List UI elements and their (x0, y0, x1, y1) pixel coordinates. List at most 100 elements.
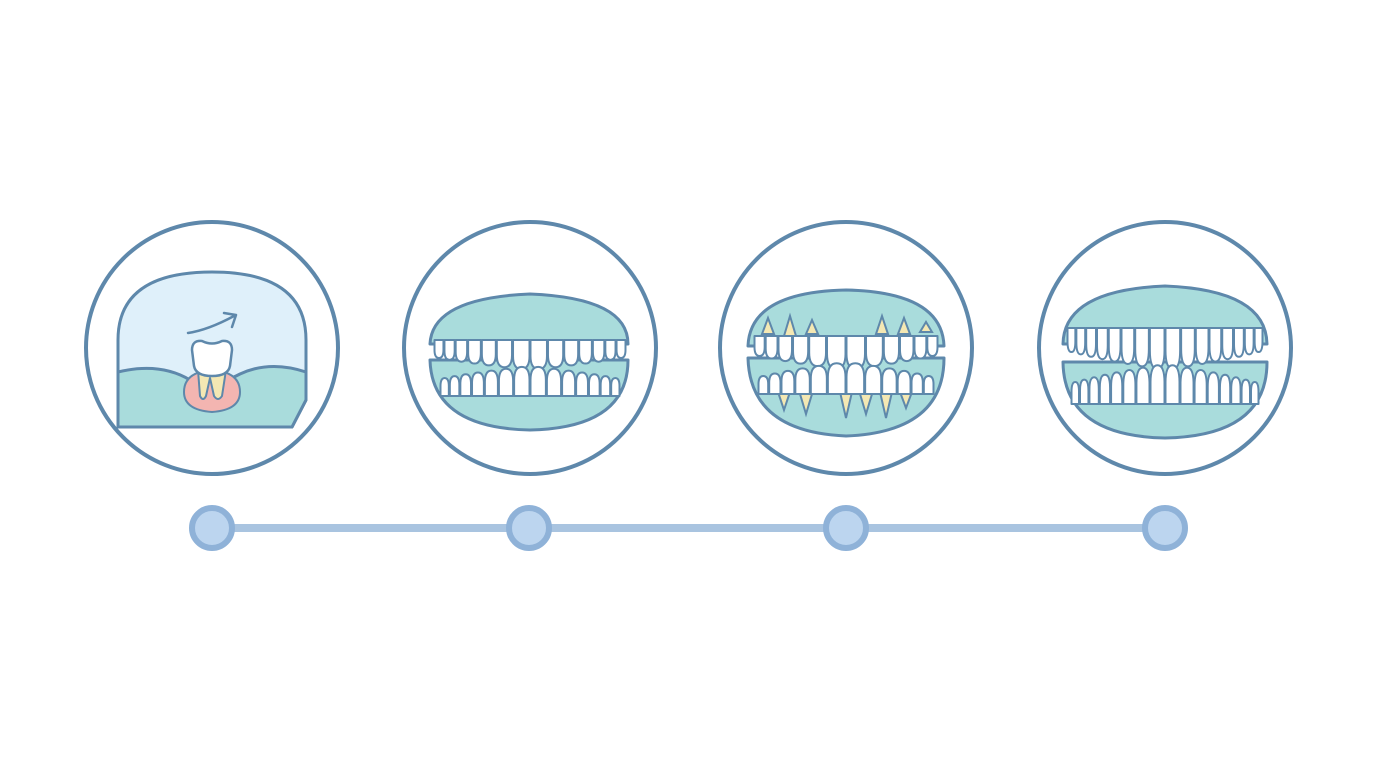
lower-tooth (459, 373, 473, 397)
lower-tooth (448, 375, 461, 397)
lower-tooth (1193, 369, 1208, 405)
lower-tooth (922, 375, 935, 395)
upper-tooth (1194, 327, 1210, 365)
lower-tooth (1240, 378, 1251, 405)
timeline-node-4 (1142, 505, 1188, 551)
upper-tooth (546, 339, 565, 369)
upper-tooth (1208, 327, 1223, 363)
lower-tooth (561, 369, 577, 397)
upper-tooth (1066, 327, 1077, 353)
lower-tooth (768, 372, 782, 395)
lower-tooth (497, 367, 515, 397)
lower-tooth (826, 362, 847, 395)
lower-tooth (1149, 364, 1166, 405)
lower-tooth (1230, 376, 1242, 405)
lower-tooth (794, 367, 811, 395)
lower-tooth (1110, 371, 1124, 405)
mixed-dentition-icon (746, 288, 946, 438)
lower-tooth (1098, 373, 1112, 405)
upper-tooth (926, 335, 939, 357)
lower-tooth (1218, 373, 1232, 405)
upper-tooth (615, 339, 627, 359)
stage-3-dentition (718, 220, 974, 476)
upper-tooth (864, 335, 884, 368)
upper-tooth (1221, 327, 1234, 361)
upper-tooth (563, 339, 580, 367)
upper-tooth (808, 335, 828, 368)
lower-tooth (1079, 378, 1090, 405)
lower-tooth (483, 369, 499, 397)
upper-tooth (1253, 327, 1264, 353)
upper-tooth (1096, 327, 1109, 361)
stage-4-dentition (1037, 220, 1293, 476)
upper-tooth (495, 339, 514, 369)
lower-tooth (599, 375, 612, 397)
upper-tooth (1085, 327, 1097, 358)
lower-tooth (575, 371, 589, 397)
upper-tooth (764, 335, 779, 360)
lower-tooth (1206, 371, 1220, 405)
lower-tooth (1250, 381, 1260, 405)
upper-tooth (512, 339, 531, 371)
emerging-root (896, 315, 912, 335)
upper-tooth (882, 335, 900, 365)
lower-tooth (845, 362, 866, 395)
upper-tooth (433, 339, 445, 359)
upper-tooth (1075, 327, 1087, 356)
lower-tooth (881, 367, 898, 395)
lower-tooth (610, 377, 621, 397)
lower-tooth (1070, 381, 1080, 405)
emerging-root (804, 317, 820, 335)
lower-tooth (780, 369, 796, 395)
upper-tooth (529, 339, 548, 371)
lower-tooth (545, 367, 563, 397)
lower-tooth (864, 364, 883, 395)
upper-tooth (578, 339, 593, 365)
timeline-node-2 (506, 505, 552, 551)
lower-tooth (809, 364, 828, 395)
emerging-root (760, 315, 776, 335)
timeline-node-3 (823, 505, 869, 551)
tooth-eruption-icon (116, 270, 308, 429)
lower-tooth (529, 365, 547, 397)
lower-tooth (471, 371, 485, 397)
upper-tooth (753, 335, 766, 357)
lower-tooth (1122, 369, 1137, 405)
lower-tooth (587, 373, 601, 397)
lower-tooth (910, 372, 924, 395)
upper-tooth (792, 335, 810, 365)
lower-tooth (896, 369, 912, 395)
stage-1-tooth-eruption (84, 220, 340, 476)
upper-tooth (913, 335, 928, 360)
lower-tooth (1135, 366, 1151, 405)
emerging-root (874, 312, 890, 335)
lower-tooth (1088, 376, 1100, 405)
timeline (189, 505, 1188, 551)
lower-tooth (439, 377, 450, 397)
upper-tooth (1120, 327, 1136, 365)
upper-tooth (1243, 327, 1255, 356)
upper-tooth (1180, 327, 1196, 368)
upper-tooth (604, 339, 617, 361)
upper-tooth (1134, 327, 1150, 368)
stage-2-dentition (402, 220, 658, 476)
upper-tooth (591, 339, 606, 363)
lower-tooth (513, 365, 531, 397)
lower-tooth (1164, 364, 1181, 405)
upper-tooth (480, 339, 497, 367)
upper-tooth (898, 335, 915, 363)
adult-dentition-icon (1061, 284, 1269, 440)
upper-tooth (467, 339, 482, 365)
lower-tooth (1179, 366, 1195, 405)
upper-tooth (777, 335, 794, 363)
upper-tooth (454, 339, 469, 363)
lower-tooth (757, 375, 770, 395)
timeline-node-1 (189, 505, 235, 551)
upper-tooth (443, 339, 456, 361)
upper-tooth (1164, 327, 1182, 370)
emerging-root (918, 320, 934, 333)
child-dentition-icon (428, 292, 630, 432)
upper-tooth (1107, 327, 1122, 363)
upper-tooth (1233, 327, 1245, 358)
